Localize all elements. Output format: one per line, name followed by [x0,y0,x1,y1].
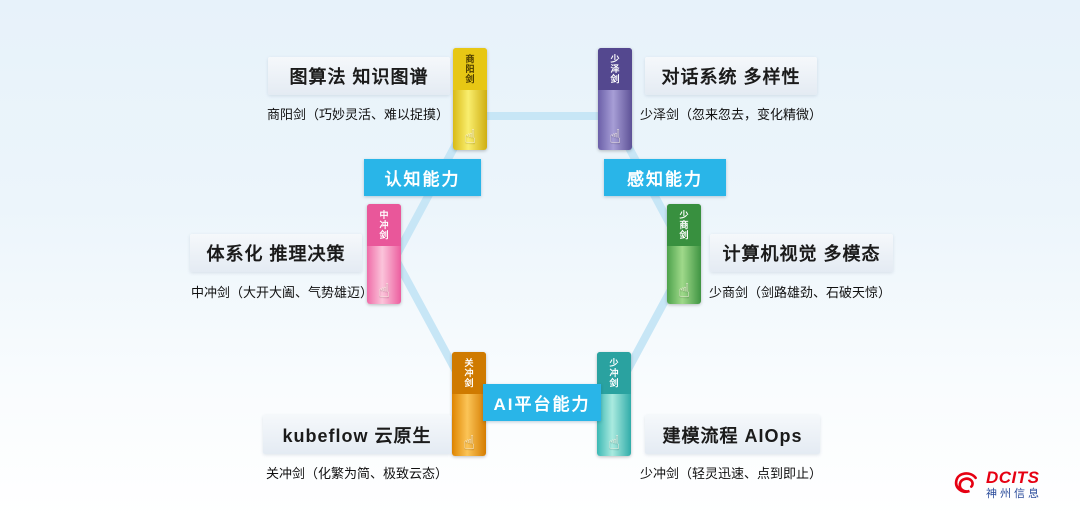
sword-shaoze-cap: 少泽剑 [598,48,632,90]
item-aiops-desc: 少冲剑（轻灵迅速、点到即止） [639,466,822,481]
item-graph-desc: 商阳剑（巧妙灵活、难以捉摸） [266,107,449,122]
sword-shaoze-name: 少泽剑 [609,54,620,84]
logo-brand: DCITS [986,468,1040,487]
item-graph-title-text: 图算法 知识图谱 [289,67,429,87]
item-dialog-desc: 少泽剑（忽来忽去，变化精微） [639,107,822,122]
pointing-hand-icon: ☝ [609,127,621,148]
sword-shaoze: 少泽剑 ☝ [598,48,632,150]
sword-guanchong-cap: 关冲剑 [452,352,486,394]
sword-shaoshang: 少商剑 ☝ [667,204,701,304]
item-reasoning-title-text: 体系化 推理决策 [206,244,346,264]
sword-shaochong-cap: 少冲剑 [597,352,631,394]
sword-guanchong: 关冲剑 ☝ [452,352,486,456]
item-aiops-title-text: 建模流程 AIOps [662,425,803,446]
item-dialog-title: 对话系统 多样性 [645,57,817,95]
pointing-hand-icon: ☝ [464,127,476,148]
sword-shangyang: 商阳剑 ☝ [453,48,487,150]
sword-shangyang-cap: 商阳剑 [453,48,487,90]
item-cloud-title: kubeflow 云原生 [263,415,451,454]
item-aiops-title: 建模流程 AIOps [645,415,820,454]
pointing-hand-icon: ☝ [608,433,620,454]
capability-perception: 感知能力 [604,159,726,196]
sword-zhongchong-name: 中冲剑 [378,210,389,240]
dcits-logo-text: DCITS 神州信息 [986,468,1042,500]
item-reasoning-title: 体系化 推理决策 [190,234,362,272]
sword-shaochong-name: 少冲剑 [608,358,619,388]
sword-shangyang-name: 商阳剑 [464,54,475,84]
item-vision-title: 计算机视觉 多模态 [710,234,893,272]
dcits-logo: DCITS 神州信息 [952,468,1042,500]
logo-company: 神州信息 [986,487,1042,500]
dcits-swirl-icon [954,472,977,494]
capability-platform: AI平台能力 [483,384,601,421]
item-graph-title: 图算法 知识图谱 [268,57,450,95]
sword-shaoshang-cap: 少商剑 [667,204,701,246]
capability-cognitive-text: 认知能力 [384,170,461,189]
sword-zhongchong-cap: 中冲剑 [367,204,401,246]
pointing-hand-icon: ☝ [463,433,475,454]
item-reasoning-desc: 中冲剑（大开大阖、气势雄迈） [190,285,373,300]
pointing-hand-icon: ☝ [678,281,690,302]
capability-perception-text: 感知能力 [627,170,703,189]
item-vision-desc: 少商剑（剑路雄劲、石破天惊） [708,285,891,300]
sword-shaoshang-name: 少商剑 [678,210,689,240]
capability-platform-text: AI平台能力 [493,395,591,414]
sword-zhongchong: 中冲剑 ☝ [367,204,401,304]
sword-shaochong: 少冲剑 ☝ [597,352,631,456]
item-cloud-desc: 关冲剑（化繁为简、极致云态） [265,466,448,481]
item-dialog-title-text: 对话系统 多样性 [661,67,801,87]
item-vision-title-text: 计算机视觉 多模态 [722,244,881,264]
sword-guanchong-name: 关冲剑 [463,358,474,388]
item-cloud-title-text: kubeflow 云原生 [282,425,432,446]
capability-cognitive: 认知能力 [364,159,481,196]
pointing-hand-icon: ☝ [378,281,390,302]
